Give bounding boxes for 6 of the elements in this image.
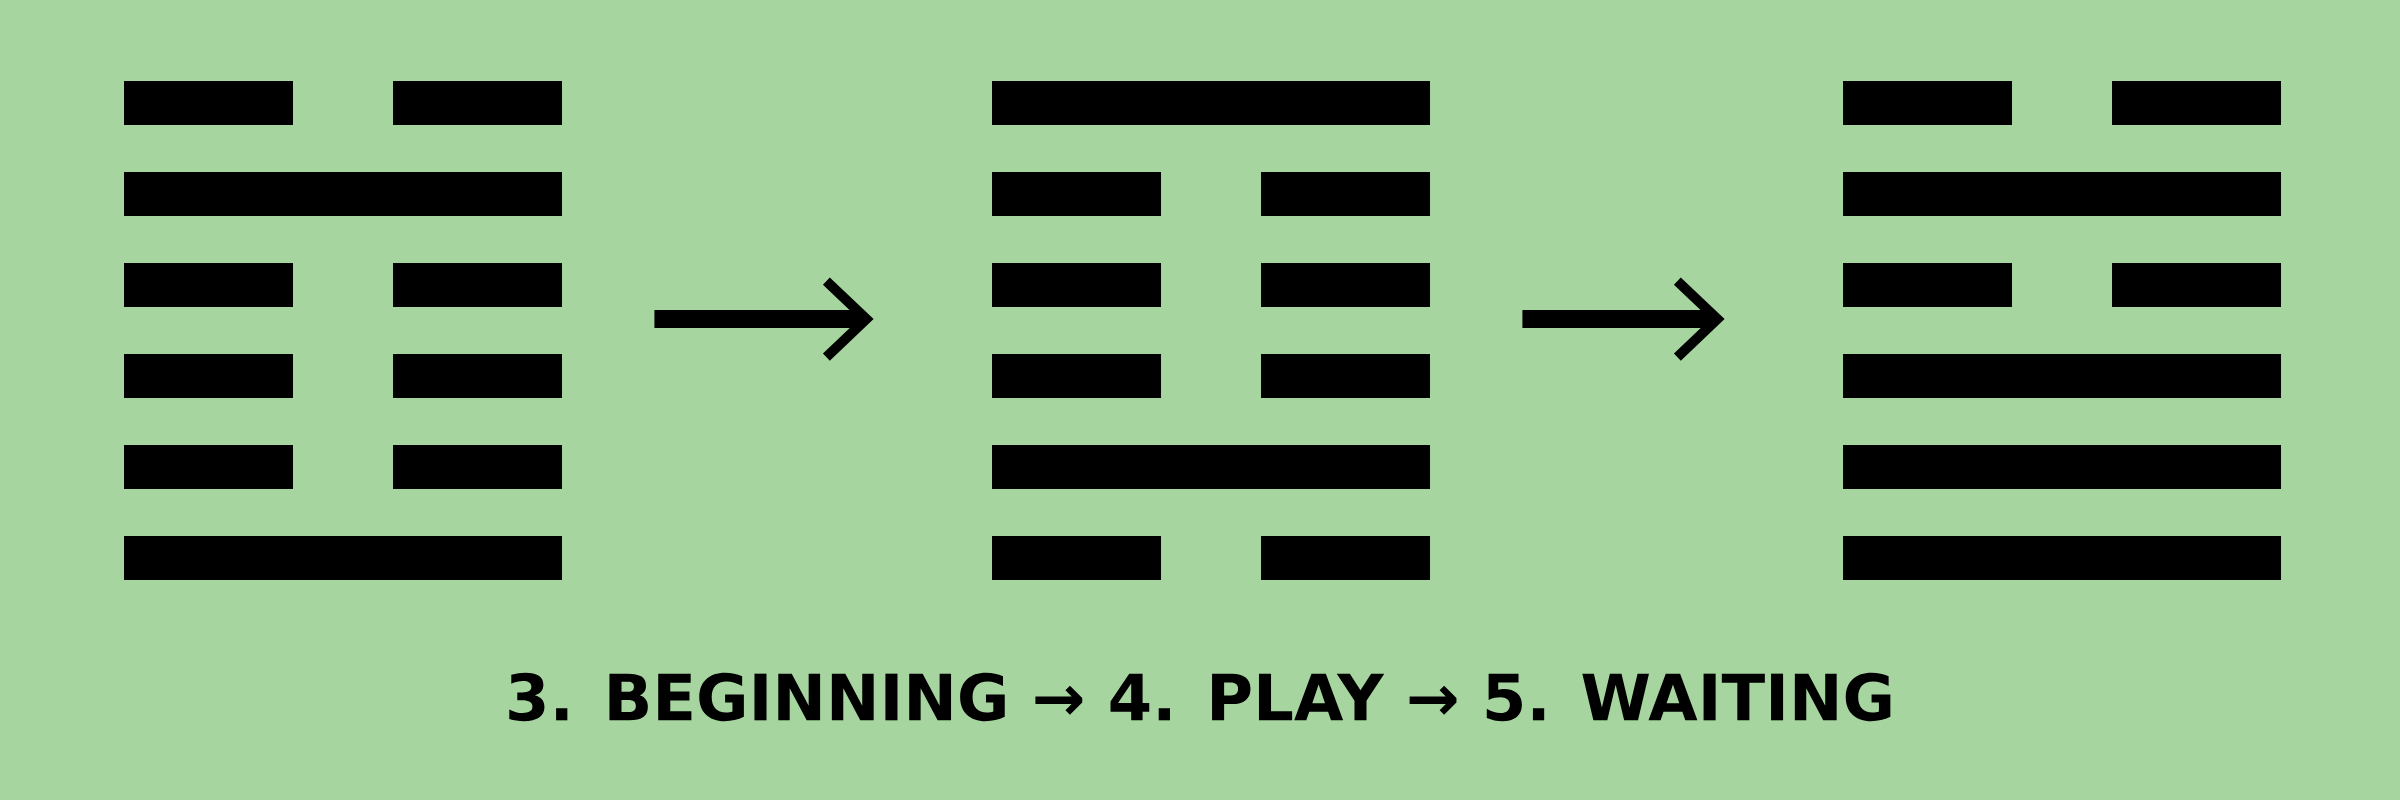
caption: 3. BEGINNING → 4. PLAY → 5. WAITING (509, 672, 1891, 722)
hexagram-drawing (992, 81, 1430, 580)
hexagram-drawing (124, 81, 562, 580)
arrow (654, 277, 874, 361)
arrow (1522, 277, 1725, 361)
hexagram-drawing (1843, 81, 2281, 580)
